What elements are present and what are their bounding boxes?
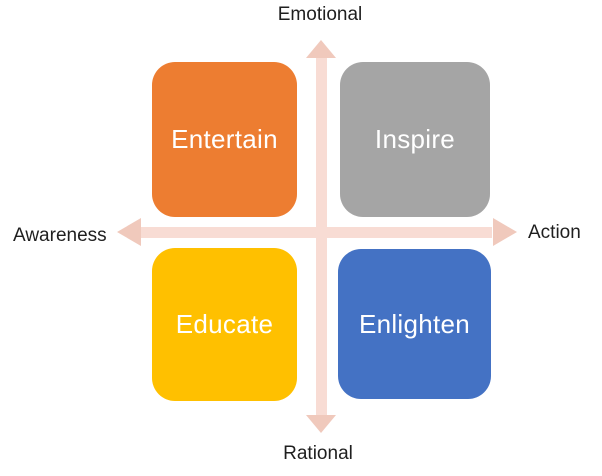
quadrant-entertain-label: Entertain	[171, 124, 278, 154]
quadrant-enlighten: Enlighten	[338, 249, 491, 399]
quadrant-inspire: Inspire	[340, 62, 490, 217]
axis-label-action: Action	[528, 222, 581, 243]
quadrant-inspire-label: Inspire	[374, 124, 456, 154]
arrow-up-icon	[306, 40, 336, 58]
axis-label-rational: Rational	[283, 443, 353, 464]
quadrant-educate-label: Educate	[175, 309, 274, 339]
axis-label-emotional: Emotional	[277, 4, 363, 25]
arrow-left-icon	[117, 218, 141, 246]
arrow-right-icon	[493, 218, 517, 246]
quadrant-educate: Educate	[152, 248, 297, 401]
axis-label-awareness: Awareness	[13, 225, 107, 246]
arrow-down-icon	[306, 415, 336, 433]
horizontal-axis-shaft	[139, 227, 492, 238]
quadrant-enlighten-label: Enlighten	[358, 308, 471, 339]
quadrant-entertain: Entertain	[152, 62, 297, 217]
